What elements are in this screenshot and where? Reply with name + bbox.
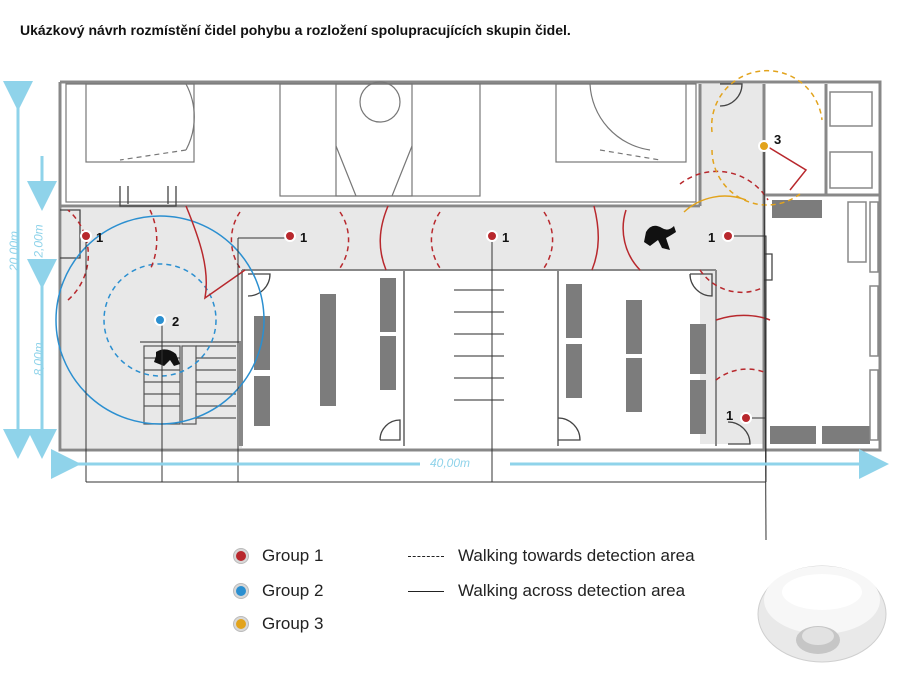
sensor-label: 3 <box>774 132 781 147</box>
doors <box>60 83 773 445</box>
group3-dot-icon <box>234 617 248 631</box>
sensor-labels: 1 1 1 1 1 2 3 <box>96 132 781 423</box>
furniture <box>254 200 870 444</box>
ceiling-sensor-image <box>757 565 887 663</box>
legend-solid: Walking across detection area <box>408 581 685 601</box>
diagram-title: Ukázkový návrh rozmístění čidel pohybu a… <box>20 22 571 38</box>
sensor-group1 <box>284 230 296 242</box>
sensor-group1 <box>740 412 752 424</box>
legend-group1: Group 1 <box>234 546 323 566</box>
sensor-label: 1 <box>96 230 103 245</box>
group1-dot-icon <box>234 549 248 563</box>
group1-detection-area <box>67 170 771 381</box>
person-icon <box>154 225 676 366</box>
group2-dot-icon <box>234 584 248 598</box>
sensor-group1 <box>486 230 498 242</box>
side-corridor-floor <box>700 84 764 444</box>
legend-label: Walking towards detection area <box>458 546 695 565</box>
sensors <box>80 140 770 424</box>
dimension-label-width: 40,00m <box>430 456 471 470</box>
group3-boundary-line <box>759 141 808 191</box>
dimension-lines <box>3 81 889 479</box>
stair-hall-floor <box>62 208 242 448</box>
sensor-group1 <box>722 230 734 242</box>
legend-dashed: Walking towards detection area <box>408 546 695 566</box>
sensor-label: 1 <box>300 230 307 245</box>
basketball-court <box>65 81 697 203</box>
dashed-line-icon <box>408 555 444 557</box>
legend-label: Group 2 <box>262 581 324 600</box>
legend-label: Group 1 <box>262 546 324 565</box>
group3-detection-area <box>683 70 823 213</box>
legend-label: Group 3 <box>262 614 324 633</box>
sensor-label: 1 <box>502 230 509 245</box>
sensor-group3 <box>758 140 770 152</box>
solid-line-icon <box>408 590 444 592</box>
dimension-label-upper: 2,00m <box>31 224 46 258</box>
sensor-label: 2 <box>172 314 179 329</box>
sensor-group2 <box>154 314 166 326</box>
sensor-label: 1 <box>708 230 715 245</box>
interior-walls <box>140 269 717 446</box>
legend-label: Walking across detection area <box>458 581 686 600</box>
dimension-label-height: 20,00m <box>7 230 22 272</box>
legend-group2: Group 2 <box>234 581 323 601</box>
side-room <box>829 91 879 441</box>
dimension-label-lower: 8,00m <box>31 342 46 376</box>
legend-group3: Group 3 <box>234 614 323 634</box>
sensor-label: 1 <box>726 408 733 423</box>
sensor-group1 <box>80 230 92 242</box>
wiring <box>85 147 767 541</box>
